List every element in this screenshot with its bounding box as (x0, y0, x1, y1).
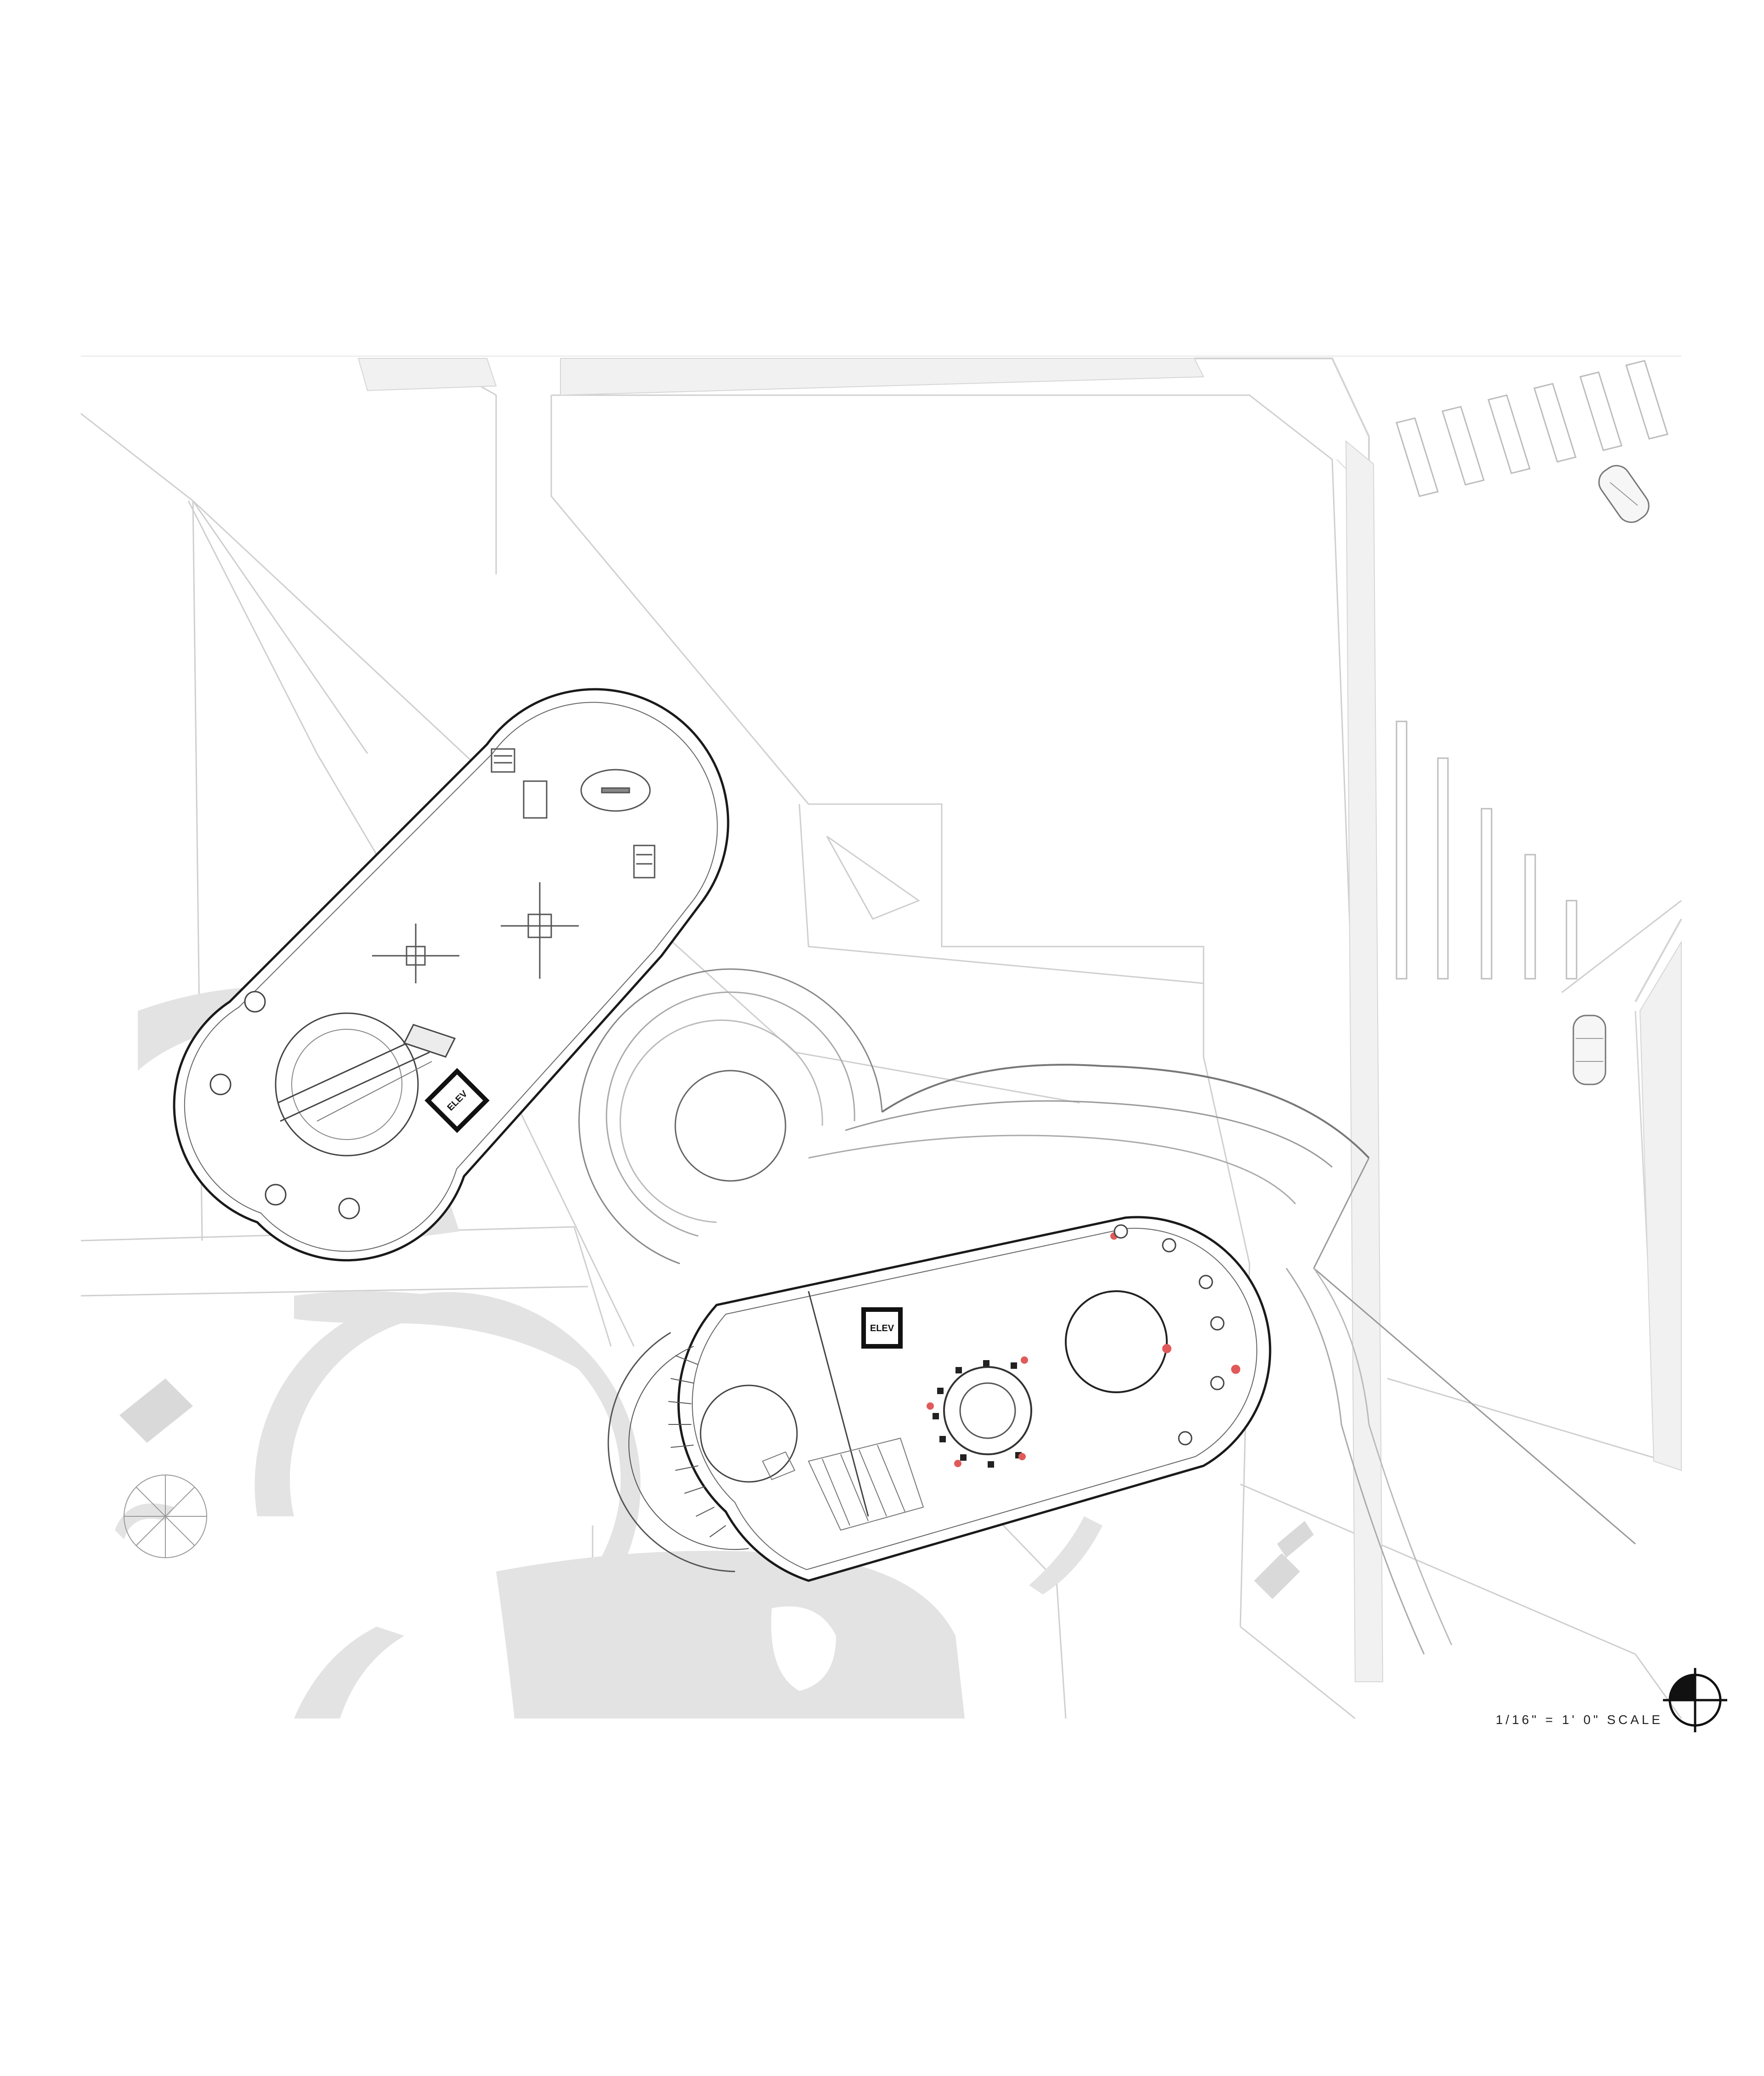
person-icon (927, 1232, 1240, 1467)
atrium-opening (1065, 1290, 1168, 1393)
parking-stripes (1396, 720, 1577, 980)
car-icon (1572, 465, 1650, 1085)
scale-annotation: 1/16" = 1' 0" SCALE (1496, 1713, 1663, 1727)
seat-icon (209, 991, 360, 1220)
light-well (700, 1384, 798, 1483)
elevator-label: ELEV (870, 1323, 894, 1333)
circular-stair (275, 1012, 456, 1157)
crosswalk-top (1396, 360, 1668, 497)
spiral-ramp (578, 968, 1636, 1655)
round-table (943, 1366, 1032, 1455)
playground-equipment (372, 748, 656, 983)
curved-stair (607, 1332, 749, 1572)
south-deck: ELEV (607, 1216, 1272, 1582)
tree-icon (124, 1475, 207, 1558)
ground-shadow-holes (386, 1495, 836, 1691)
scale-text: 1/16" = 1' 0" SCALE (1496, 1713, 1663, 1727)
north-deck: ELEV (173, 688, 729, 1262)
sidewalk-bands (357, 358, 1682, 1682)
seat-icon (1114, 1224, 1225, 1446)
planter-blocks (119, 1378, 1314, 1599)
elevator-icon: ELEV (424, 1068, 490, 1133)
elevator-icon: ELEV (861, 1307, 903, 1349)
chair-icon (933, 1360, 1022, 1468)
stair-flight (762, 1437, 924, 1531)
north-arrow-icon (1663, 1668, 1727, 1732)
